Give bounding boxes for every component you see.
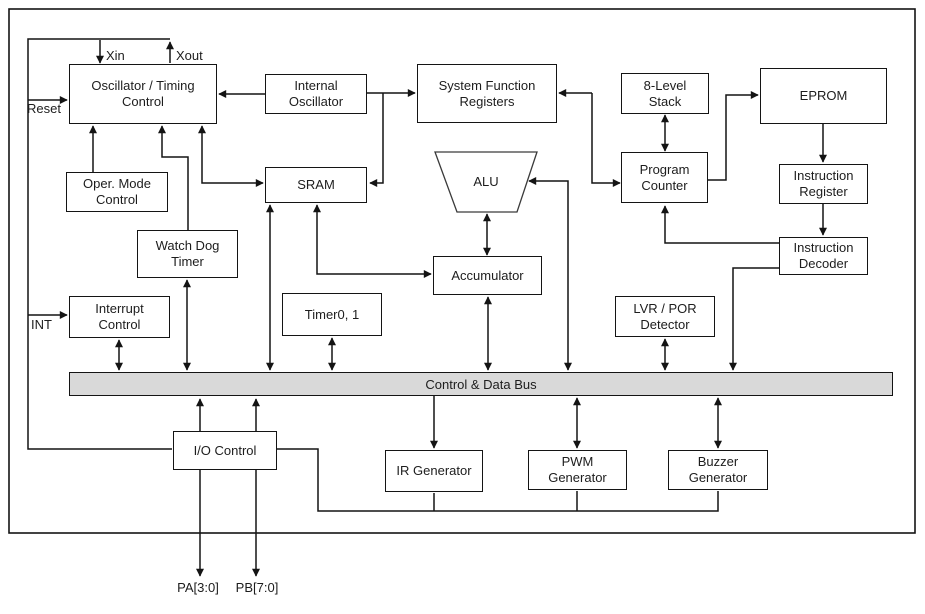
rail-left-to-io-control <box>27 38 172 450</box>
arrows-single <box>28 40 827 577</box>
block-accumulator: Accumulator <box>433 256 542 295</box>
block-instruction-decoder: Instruction Decoder <box>779 237 868 275</box>
block-pwm-generator: PWM Generator <box>528 450 627 490</box>
pin-label-pb: PB[7:0] <box>235 580 279 595</box>
conn-sram-accumulator <box>313 204 432 278</box>
rails <box>27 38 719 512</box>
block-instruction-register: Instruction Register <box>779 164 868 204</box>
conn-decoder-to-program-counter <box>661 205 779 244</box>
block-system-function-registers: System Function Registers <box>417 64 557 123</box>
block-io-control: I/O Control <box>173 431 277 470</box>
block-lvr-por-detector: LVR / POR Detector <box>615 296 715 337</box>
pin-label-pa: PA[3:0] <box>177 580 219 595</box>
block-ir-generator: IR Generator <box>385 450 483 492</box>
block-program-counter: Program Counter <box>621 152 708 203</box>
conn-program-counter-to-eprom <box>708 91 759 181</box>
arrows-double <box>115 114 722 449</box>
conn-branch-to-sram-right <box>369 93 384 187</box>
block-buzzer-generator: Buzzer Generator <box>668 450 768 490</box>
conn-decoder-to-bus <box>729 267 779 371</box>
block-interrupt-control: Interrupt Control <box>69 296 170 338</box>
block-alu-label: ALU <box>473 174 499 190</box>
block-oper-mode-control: Oper. Mode Control <box>66 172 168 212</box>
rail-io-to-generators <box>277 448 719 512</box>
block-eprom: EPROM <box>760 68 887 124</box>
control-data-bus: Control & Data Bus <box>69 372 893 396</box>
control-data-bus-label: Control & Data Bus <box>425 376 537 392</box>
pin-label-xout: Xout <box>176 48 203 63</box>
block-8-level-stack: 8-Level Stack <box>621 73 709 114</box>
conn-link-to-program-counter <box>591 93 621 187</box>
block-internal-oscillator: Internal Oscillator <box>265 74 367 114</box>
conn-alu-bus <box>528 177 572 371</box>
alu-trapezoid <box>434 151 538 213</box>
block-watch-dog-timer: Watch Dog Timer <box>137 230 238 278</box>
conn-oscillator-sram <box>198 125 264 187</box>
block-sram: SRAM <box>265 167 367 203</box>
conn-watchdog-to-oscillator <box>158 125 189 230</box>
block-timer01: Timer0, 1 <box>282 293 382 336</box>
block-oscillator-timing-control: Oscillator / Timing Control <box>69 64 217 124</box>
pin-label-reset: Reset <box>27 101 61 116</box>
pin-label-int: INT <box>31 317 52 332</box>
chip-frame <box>8 8 916 534</box>
pin-label-xin: Xin <box>106 48 125 63</box>
